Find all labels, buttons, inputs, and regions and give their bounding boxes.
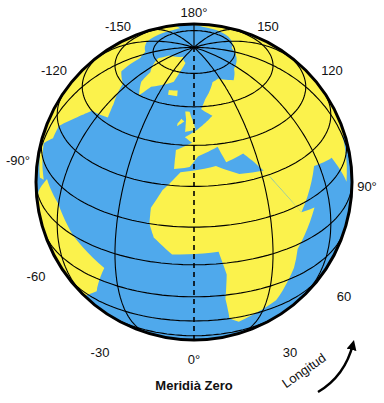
longitude-label: 60	[337, 289, 351, 304]
longitude-label: 0°	[188, 352, 200, 367]
longitude-arrow	[318, 344, 353, 392]
longitude-label: 150	[257, 19, 279, 34]
longitude-label: -90°	[6, 153, 30, 168]
longitude-label: -30	[91, 345, 110, 360]
meridian-caption: Meridià Zero	[155, 378, 232, 393]
landmass	[177, 119, 184, 126]
prime-meridian	[193, 47, 195, 340]
globe-outline	[36, 24, 352, 340]
longitude-label: -60	[27, 269, 46, 284]
meridian-line	[57, 47, 194, 299]
longitude-label: 90°	[357, 179, 377, 194]
parallel-line	[82, 52, 305, 145]
longitude-label: -150	[105, 19, 131, 34]
parallel-line	[41, 136, 346, 227]
landmass	[139, 56, 185, 96]
longitude-label: -120	[41, 63, 67, 78]
landmass	[168, 90, 178, 96]
parallel-line	[57, 90, 331, 186]
parallel-line	[153, 31, 235, 74]
parallel-line	[44, 231, 345, 297]
meridian-line	[115, 47, 194, 333]
meridian-line	[193, 24, 194, 47]
longitude-label: 30	[283, 345, 297, 360]
longitude-label: 180°	[181, 5, 208, 20]
parallel-line	[106, 313, 282, 336]
meridian-line	[194, 47, 273, 333]
graticule	[36, 24, 352, 340]
ocean	[36, 24, 352, 340]
parallel-line	[36, 182, 352, 265]
parallel-line	[115, 24, 273, 107]
longitude-label: 120	[321, 63, 343, 78]
meridian-line	[194, 47, 331, 299]
